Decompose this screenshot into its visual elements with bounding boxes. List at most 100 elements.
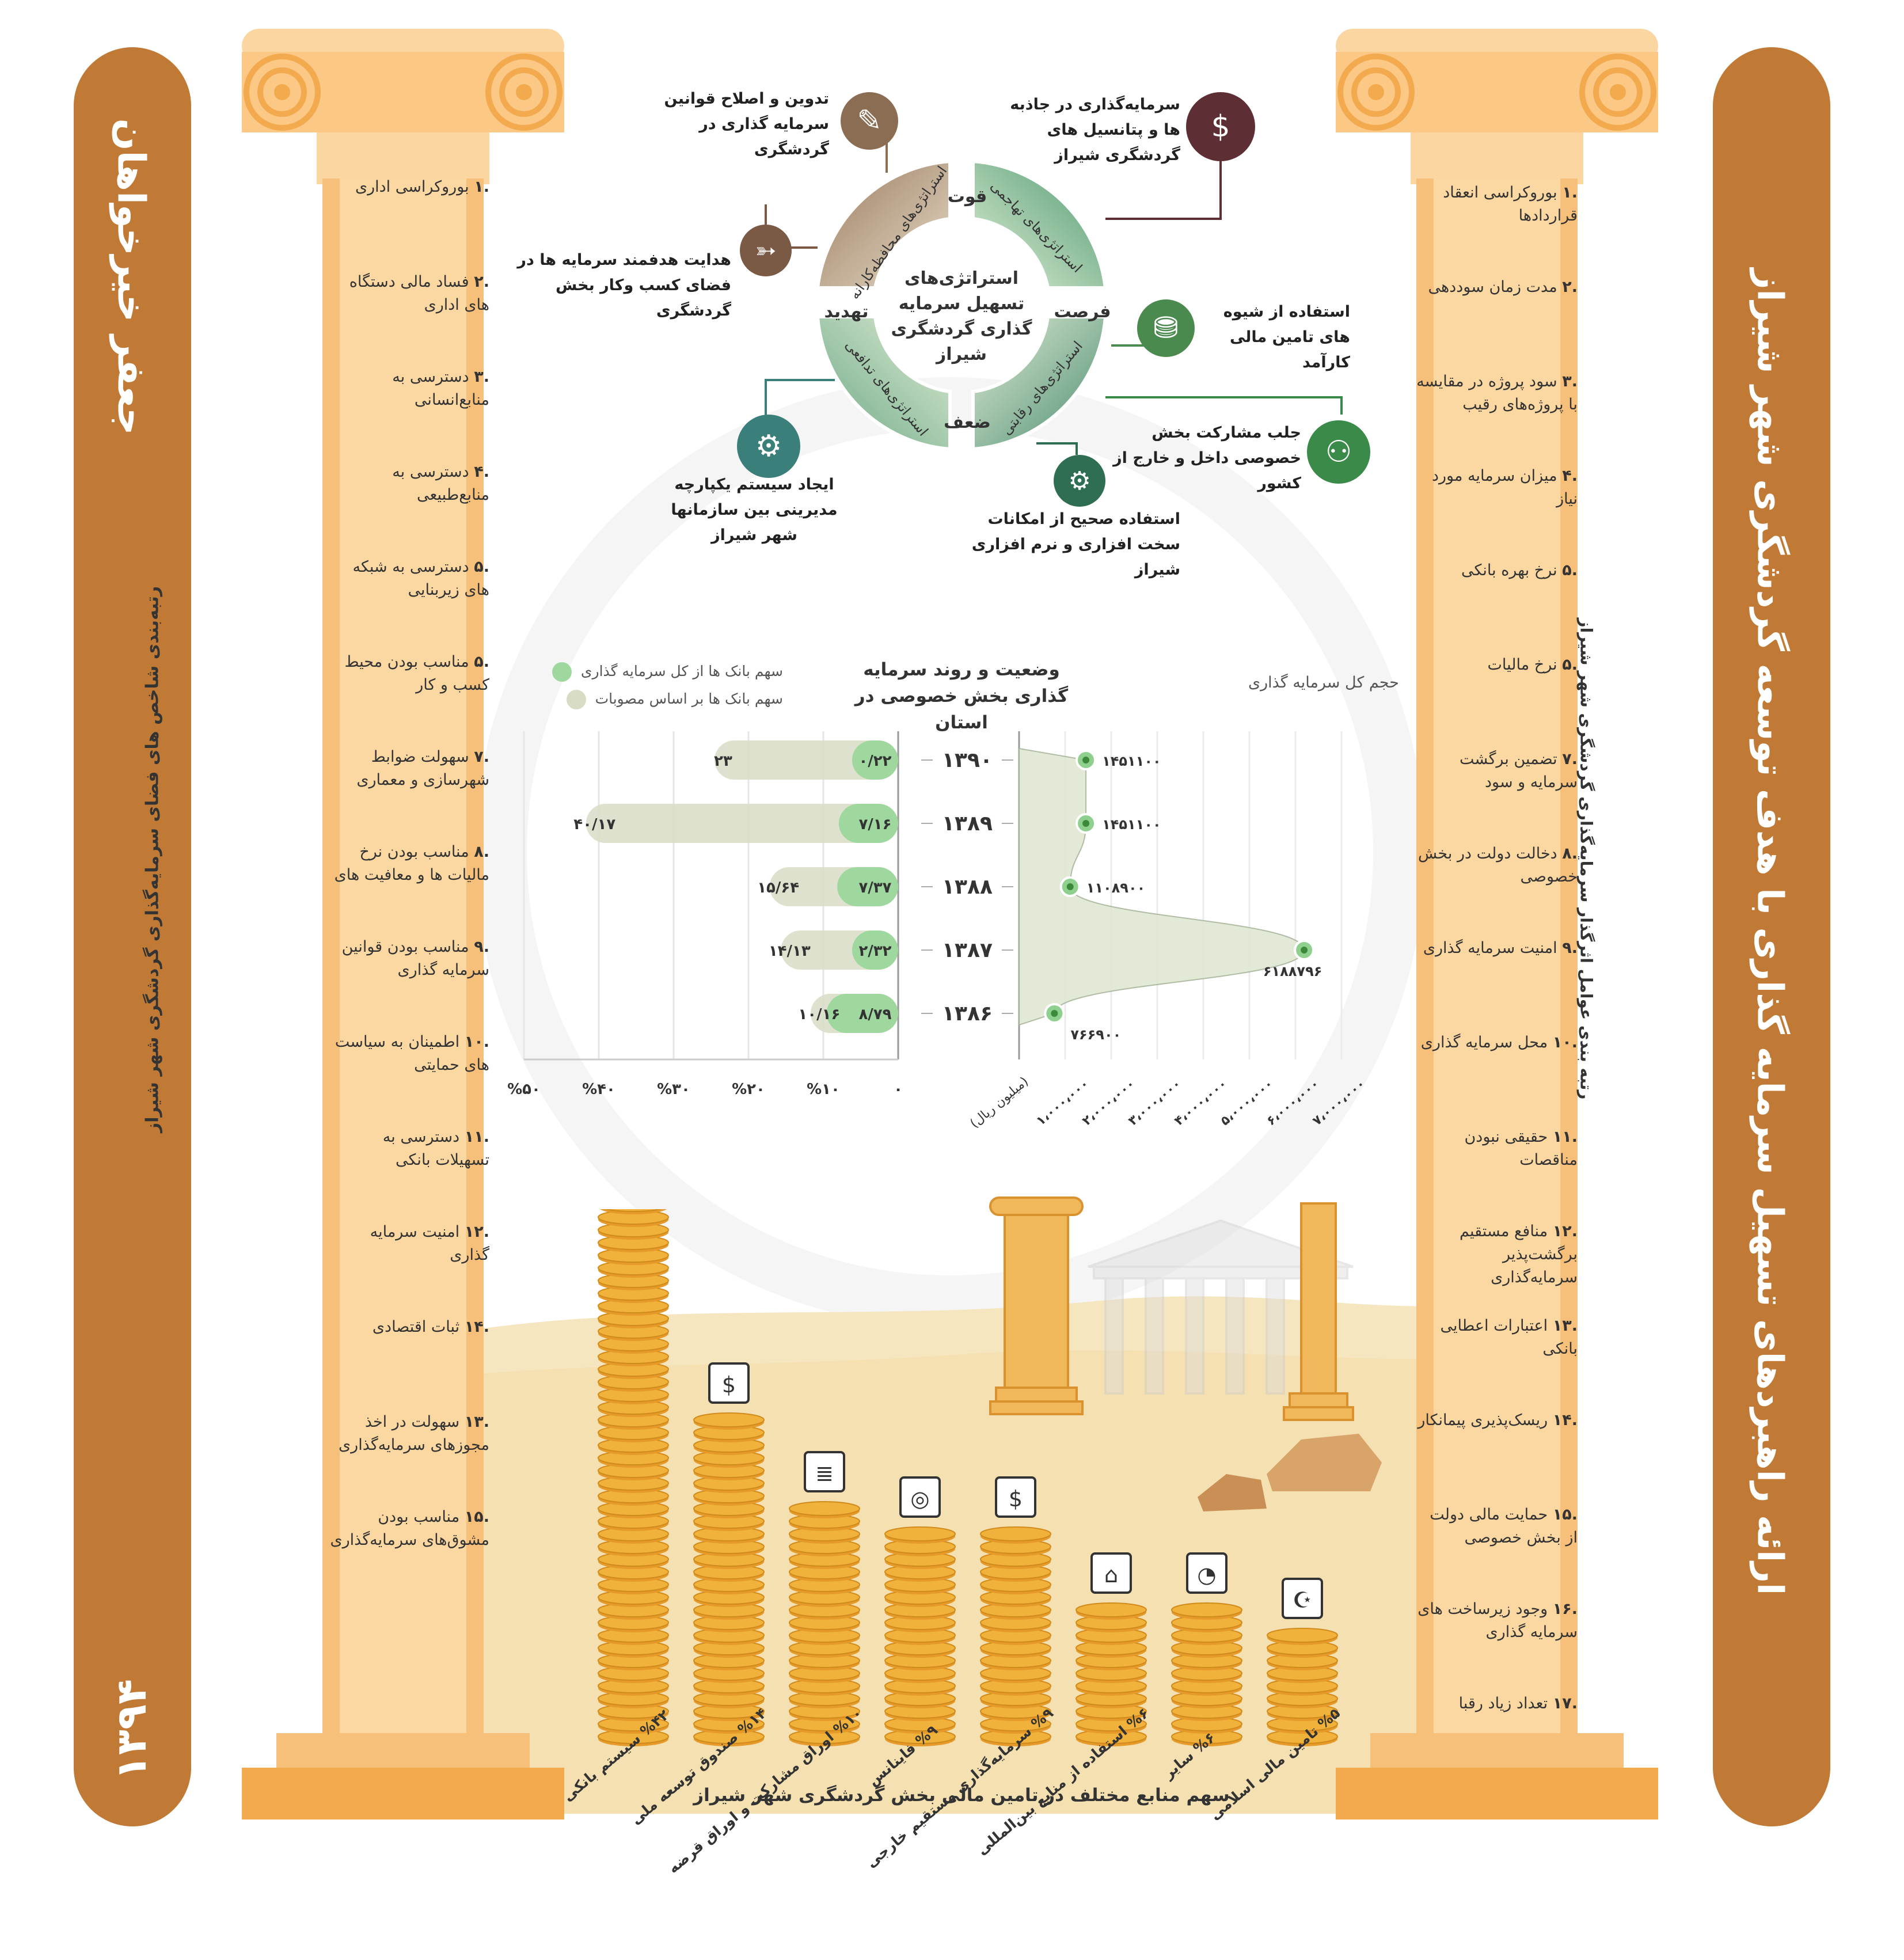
quadrant-defensive bbox=[815, 315, 952, 451]
receipt-icon bbox=[804, 1451, 845, 1492]
right-factor-item-number: .۵ bbox=[1562, 656, 1578, 674]
strategy-guide: هدایت هدفمند سرمایه ها در فضای کسب وکار … bbox=[517, 251, 731, 320]
volume-point-center bbox=[1066, 883, 1074, 890]
left-factor-item-text: مناسب بودن قوانین سرمایه گذاری bbox=[341, 938, 489, 979]
percent-tick-label: %۲۰ bbox=[732, 1081, 765, 1098]
coin bbox=[884, 1526, 956, 1541]
volume-unit-label: (میلیون ریال) bbox=[967, 1074, 1031, 1131]
percent-tick-label: %۱۰ bbox=[807, 1081, 840, 1098]
left-factor-item-text: مناسب بودن نرخ مالیات ها و معافیت های bbox=[334, 843, 489, 884]
right-factor-item-text: ریسک‌پذیری پیمانکار bbox=[1417, 1411, 1548, 1429]
bank-icon bbox=[1090, 1552, 1132, 1594]
funding-title: سهم منابع مختلف در تامین مالی بخش گردشگر… bbox=[693, 1785, 1230, 1806]
bar-label-share-approved: ۴۰/۱۷ bbox=[573, 816, 615, 833]
coin bbox=[1171, 1602, 1242, 1617]
right-factor-item-number: .۷ bbox=[1562, 750, 1578, 768]
left-factor-item: .۱۲ امنیت سرمایه گذاری bbox=[328, 1221, 489, 1267]
volume-value-label: ۱۴۵۱۱۰۰ bbox=[1102, 753, 1161, 769]
legend-share-total-label: سهم بانک ها از کل سرمایه گذاری bbox=[580, 663, 783, 679]
right-factor-item: .۱۳ اعتبارات اعطایی بانکی bbox=[1416, 1315, 1578, 1361]
right-factor-item: .۵ نرخ مالیات bbox=[1416, 654, 1578, 677]
left-factor-item: .۵ دسترسی به شبکه های زیربنایی bbox=[328, 556, 489, 602]
left-factor-item-text: ثبات اقتصادی bbox=[372, 1318, 460, 1336]
funding-coin-chart: 🗀$≣◎$⌂◔☪ bbox=[598, 1209, 1338, 1746]
right-factor-item: .۱۰ محل سرمایه گذاری bbox=[1416, 1031, 1578, 1054]
legend-share-approved: سهم بانک ها بر اساس مصوبات bbox=[518, 690, 783, 709]
right-column bbox=[1336, 29, 1658, 1820]
left-factor-item-number: .۹ bbox=[474, 938, 489, 956]
percent-tick-label: %۴۰ bbox=[582, 1081, 615, 1098]
right-factor-item: .۷ تضمین برگشت سرمایه و سود bbox=[1416, 748, 1578, 794]
left-factor-item-number: .۱۵ bbox=[464, 1508, 489, 1526]
left-factor-item-number: .۱۲ bbox=[464, 1223, 489, 1241]
swot-strength: قوت bbox=[947, 187, 987, 207]
right-factor-item-text: میزان سرمایه مورد نیاز bbox=[1431, 467, 1578, 508]
left-factor-item-text: مناسب بودن مشوق‌های سرمایه‌گذاری bbox=[330, 1508, 489, 1549]
bar-label-share-total: ۷/۱۶ bbox=[858, 816, 891, 833]
bar-share-total bbox=[826, 994, 898, 1033]
money-plant-icon: $ bbox=[1186, 92, 1255, 161]
bar-label-share-approved: ۲۳ bbox=[714, 753, 732, 770]
percent-tick-label: ۰ bbox=[894, 1081, 903, 1098]
direction-icon: ➳ bbox=[740, 225, 792, 276]
left-factor-item-text: اطمینان به سیاست های حمایتی bbox=[335, 1033, 489, 1074]
chart-title: وضعیت و روند سرمایه گذاری بخش خصوصی در ا… bbox=[854, 659, 1069, 733]
strategy-finance: استفاده از شیوه های تامین مالی کارآمد bbox=[1223, 303, 1350, 371]
bank-icon-glyph: ⌂ bbox=[1104, 1562, 1118, 1587]
left-factor-item-number: .۵ bbox=[474, 653, 489, 671]
bar-share-approved bbox=[586, 804, 898, 843]
percent-tick-label: %۵۰ bbox=[507, 1081, 541, 1098]
right-factor-item: .۱۱ حقیقی نبودن مناقصات bbox=[1416, 1126, 1578, 1172]
bar-share-total bbox=[852, 930, 898, 970]
right-factor-item-number: .۱۰ bbox=[1552, 1034, 1578, 1051]
left-factor-item-text: بوروکراسی اداری bbox=[355, 178, 469, 196]
left-factor-item-number: .۱۳ bbox=[464, 1413, 489, 1431]
strategy-laws: تدوین و اصلاح قوانین سرمایه گذاری در گرد… bbox=[664, 90, 829, 158]
right-factor-item: .۸ دخالت دولت در بخش خصوصی bbox=[1416, 842, 1578, 888]
mosque-icon-glyph: ☪ bbox=[1293, 1587, 1312, 1613]
bar-label-share-approved: ۱۵/۶۴ bbox=[757, 879, 799, 897]
left-factor-item-number: .۴ bbox=[474, 463, 489, 481]
right-factor-item-number: .۳ bbox=[1562, 373, 1578, 390]
bar-label-share-total: ۲/۳۲ bbox=[858, 943, 891, 960]
right-factor-item-number: .۱ bbox=[1562, 184, 1578, 202]
strategy-attractions: سرمایه‌گذاری در جاذبه ها و پتانسیل های گ… bbox=[1010, 96, 1180, 164]
title-banner: ارائه راهبردهای تسهیل سرمایه گذاری با هد… bbox=[1713, 47, 1830, 1826]
bar-label-share-total: ۸/۷۹ bbox=[858, 1006, 891, 1023]
right-factor-item-text: محل سرمایه گذاری bbox=[1420, 1034, 1548, 1051]
right-factor-item-text: نرخ مالیات bbox=[1487, 656, 1557, 674]
right-factor-item-number: .۱۱ bbox=[1552, 1128, 1578, 1146]
right-factor-item-number: .۱۳ bbox=[1552, 1317, 1578, 1335]
volume-value-label: ۱۴۵۱۱۰۰ bbox=[1102, 816, 1161, 833]
right-factor-item-text: امنیت سرمایه گذاری bbox=[1423, 939, 1557, 957]
left-factor-item-number: .۱۱ bbox=[464, 1128, 489, 1146]
right-factor-item-number: .۱۷ bbox=[1552, 1695, 1578, 1712]
right-factor-item-number: .۱۴ bbox=[1552, 1411, 1578, 1429]
right-factor-item: .۹ امنیت سرمایه گذاری bbox=[1416, 937, 1578, 960]
left-factor-item-text: مناسب بودن محیط کسب و کار bbox=[344, 653, 489, 694]
right-factor-item-number: .۱۲ bbox=[1552, 1222, 1578, 1240]
legend-swatch-share-total bbox=[552, 662, 572, 682]
swot-center-title: استراتژی‌های تسهیل سرمایه گذاری گردشگری … bbox=[891, 268, 1032, 364]
bar-label-share-total: ۷/۳۷ bbox=[858, 879, 891, 897]
left-factor-item-number: .۱۴ bbox=[464, 1318, 489, 1336]
volume-point-center bbox=[1082, 820, 1090, 827]
right-factor-item-number: .۱۵ bbox=[1552, 1506, 1578, 1524]
left-factor-item: .۱۵ مناسب بودن مشوق‌های سرمایه‌گذاری bbox=[328, 1506, 489, 1552]
bar-share-total bbox=[838, 804, 898, 843]
legend-swatch-share-approved bbox=[566, 690, 586, 709]
left-factor-item: .۹ مناسب بودن قوانین سرمایه گذاری bbox=[328, 936, 489, 982]
quadrant-aggressive bbox=[971, 159, 1108, 290]
bar-share-total bbox=[852, 740, 898, 780]
right-factor-item-number: .۲ bbox=[1562, 278, 1578, 296]
document-edit-icon: ✎ bbox=[841, 92, 898, 150]
left-factor-item: .۸ مناسب بودن نرخ مالیات ها و معافیت های bbox=[328, 841, 489, 887]
left-factor-item: .۱۴ ثبات اقتصادی bbox=[328, 1316, 489, 1339]
right-factor-item-text: سود پروژه در مقایسه با پروژه‌های رقیب bbox=[1416, 373, 1578, 413]
strategy-private: جلب مشارکت بخش خصوصی داخل و خارج از کشور bbox=[1113, 424, 1301, 492]
pie-chart-icon-glyph: ◔ bbox=[1197, 1562, 1216, 1587]
strategy-hardware: استفاده صحیح از امکانات سخت افزاری و نرم… bbox=[971, 510, 1180, 579]
right-factor-item-text: منافع مستقیم برگشت‌پذیر سرمایه‌گذاری bbox=[1460, 1222, 1578, 1286]
percent-tick-label: %۳۰ bbox=[657, 1081, 690, 1098]
bar-share-approved bbox=[715, 740, 898, 780]
